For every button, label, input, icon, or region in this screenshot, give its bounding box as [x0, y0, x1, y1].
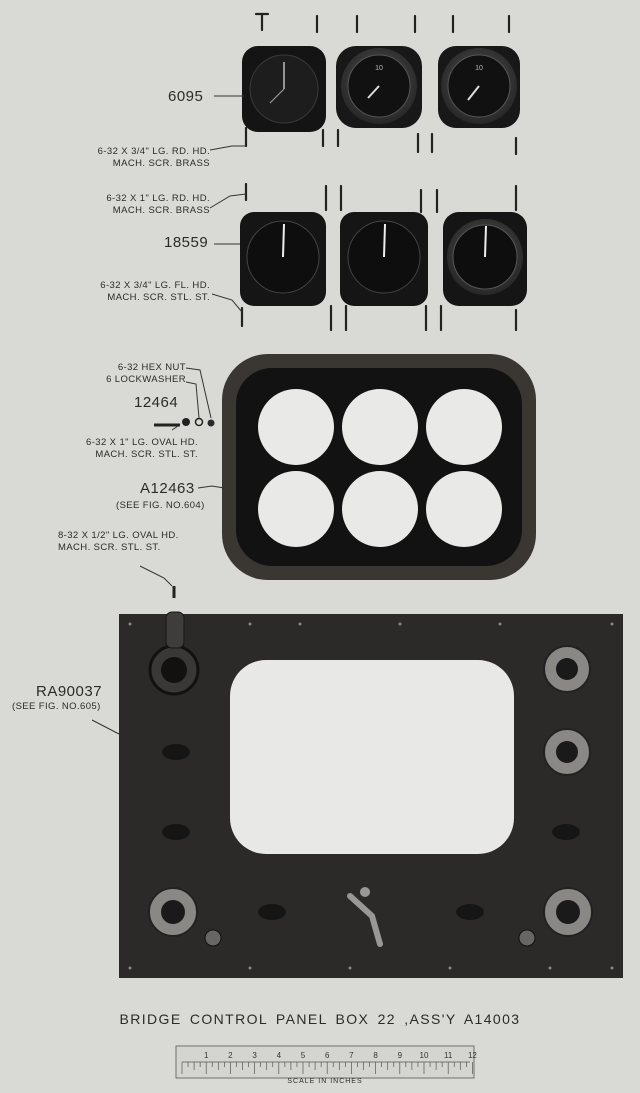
part-ra90037-label: RA90037	[36, 683, 103, 700]
note-screw-brass-1: 6-32 X 1" LG. RD. HD. MACH. SCR. BRASS	[40, 193, 210, 217]
note-line: MACH. SCR. BRASS	[112, 205, 210, 216]
part-18559-label: 18559	[164, 234, 209, 251]
part-a12463-label: A12463	[140, 480, 195, 497]
gauge-top-middle: 10	[336, 46, 422, 128]
gauge-18559-middle	[340, 212, 428, 306]
ruler-number: 5	[301, 1051, 306, 1060]
hex-nut-lockwasher-hardware	[154, 417, 215, 427]
screws-second-row	[240, 182, 518, 332]
note-line: 6-32 X 3/4" LG. RD. HD.	[97, 146, 210, 157]
note-line: 6-32 X 1" LG. RD. HD.	[106, 193, 210, 204]
panel-ra90037	[119, 611, 623, 978]
note-line: MACH. SCR. STL. ST.	[95, 449, 198, 460]
part-a12463-ref: (SEE FIG. NO.604)	[116, 500, 205, 511]
ruler-number: 6	[325, 1051, 330, 1060]
part-6095-label: 6095	[168, 88, 204, 105]
note-screw-brass-34: 6-32 X 3/4" LG. RD. HD. MACH. SCR. BRASS	[40, 146, 210, 170]
note-line: 6-32 X 3/4" LG. FL. HD.	[100, 280, 210, 291]
note-hex-nut-lockwasher: 6-32 HEX NUT 6 LOCKWASHER	[40, 362, 186, 386]
note-screw-oval-1: 6-32 X 1" LG. OVAL HD. MACH. SCR. STL. S…	[40, 437, 198, 461]
scale-title: SCALE IN INCHES	[287, 1078, 363, 1085]
gasket-a12463	[222, 354, 536, 580]
ruler-number: 7	[349, 1051, 354, 1060]
note-line: 8-32 X 1/2" LG. OVAL HD.	[58, 530, 179, 541]
gauge-6095	[242, 46, 326, 132]
note-line: MACH. SCR. BRASS	[112, 158, 210, 169]
figure-caption: BRIDGE CONTROL PANEL BOX 22 ,ASS'Y A1400…	[119, 1011, 521, 1027]
ruler-number: 3	[252, 1051, 257, 1060]
svg-text:10: 10	[475, 65, 483, 72]
note-line: MACH. SCR. STL. ST.	[58, 542, 161, 553]
screws-top-row	[244, 12, 518, 156]
ruler-number: 2	[228, 1051, 233, 1060]
gauge-18559-right	[443, 212, 527, 306]
note-line: 6 LOCKWASHER	[106, 374, 186, 385]
note-line: 6-32 X 1" LG. OVAL HD.	[86, 437, 198, 448]
ruler-number: 1	[204, 1051, 209, 1060]
ruler-ticks	[181, 1062, 473, 1074]
gauge-top-right: 10	[438, 46, 520, 128]
note-screw-oval-12: 8-32 X 1/2" LG. OVAL HD. MACH. SCR. STL.…	[58, 530, 179, 554]
ruler-number: 12	[468, 1051, 477, 1060]
ruler-number: 11	[444, 1051, 453, 1060]
note-line: MACH. SCR. STL. ST.	[107, 292, 210, 303]
ruler-number: 4	[277, 1051, 282, 1060]
leader-lines	[91, 95, 247, 735]
ruler-number: 9	[398, 1051, 403, 1060]
svg-text:10: 10	[375, 65, 383, 72]
ruler-number: 8	[373, 1051, 378, 1060]
part-12464-label: 12464	[134, 394, 179, 411]
note-screw-fl: 6-32 X 3/4" LG. FL. HD. MACH. SCR. STL. …	[40, 280, 210, 304]
note-line: 6-32 HEX NUT	[117, 362, 186, 373]
ruler-number: 10	[420, 1051, 429, 1060]
gauge-18559-left	[240, 212, 326, 306]
part-ra90037-ref: (SEE FIG. NO.605)	[12, 701, 101, 712]
